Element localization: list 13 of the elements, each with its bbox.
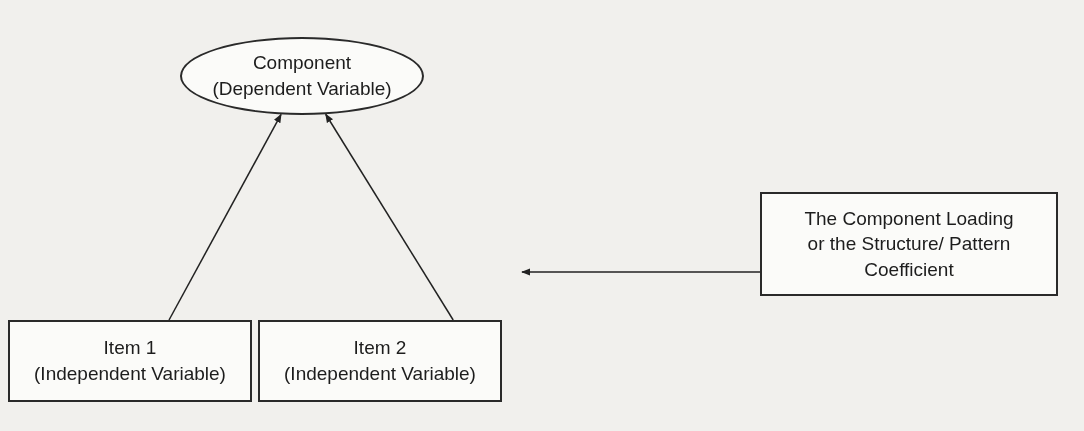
node-text: Item 2 — [353, 336, 407, 361]
item-box — [258, 320, 502, 402]
item-box — [8, 320, 252, 402]
leader-line — [521, 268, 761, 276]
node-text: The Component Loading or the Structure/ Pattern Coefficient — [803, 206, 1015, 282]
arrow — [168, 113, 282, 321]
node-text: Item 1 — [103, 336, 157, 361]
node-text: (Dependent Variable) — [212, 77, 392, 101]
arrow — [324, 113, 454, 321]
node-text: (Independent Variable) — [34, 362, 226, 386]
callout-box — [760, 192, 1058, 296]
node-text: Component — [252, 51, 352, 76]
node-text: (Independent Variable) — [284, 362, 476, 386]
